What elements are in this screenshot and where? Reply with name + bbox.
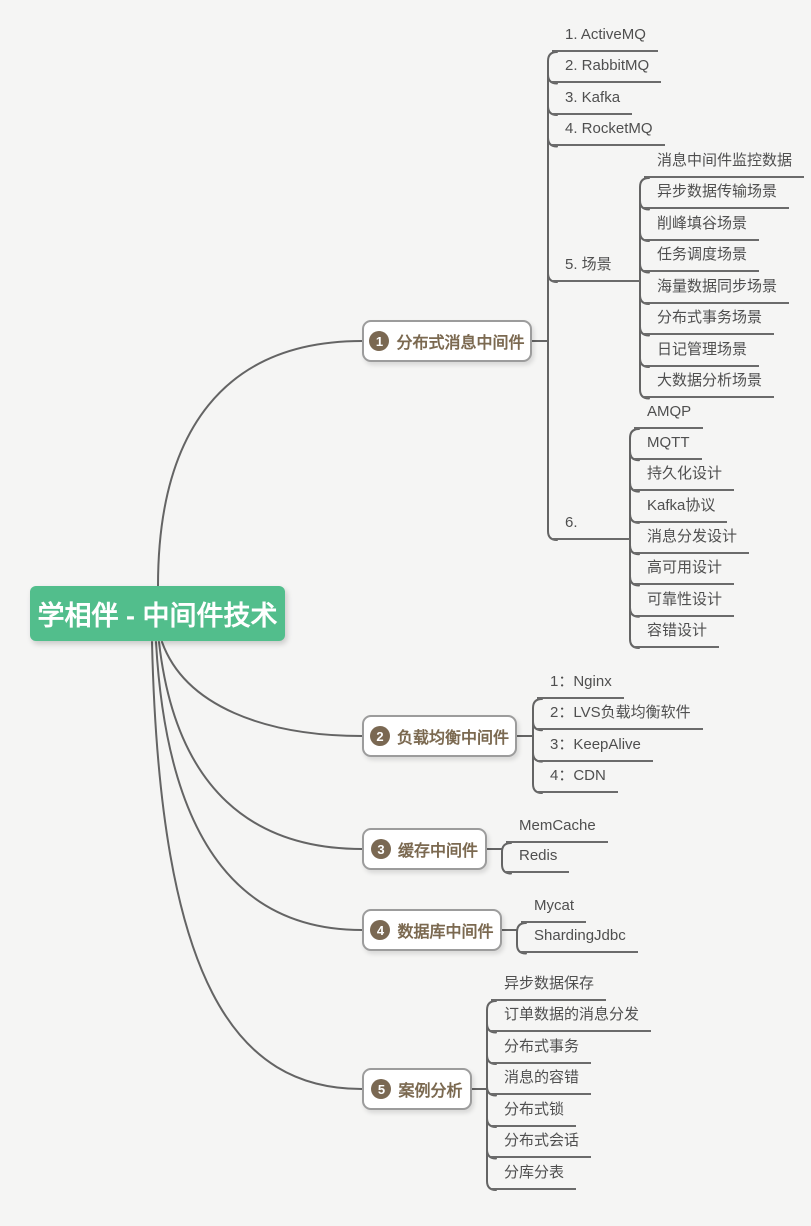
leaf-topic[interactable]: 消息的容错 bbox=[491, 1067, 592, 1095]
topic-protocols[interactable]: 6. bbox=[552, 512, 630, 540]
root-topic[interactable]: 学相伴 - 中间件技术 bbox=[30, 586, 285, 641]
leaf-topic[interactable]: 分库分表 bbox=[491, 1162, 577, 1190]
topic-shardingjdbc[interactable]: ShardingJdbc bbox=[521, 925, 638, 953]
curve-root-branch3 bbox=[158, 641, 363, 850]
leaf-topic[interactable]: 分布式事务 bbox=[491, 1036, 592, 1064]
leaf-topic[interactable]: 订单数据的消息分发 bbox=[491, 1004, 652, 1032]
branch-number-badge: 4 bbox=[370, 920, 391, 940]
branch-database[interactable]: 4 数据库中间件 bbox=[362, 909, 502, 951]
leaf-topic[interactable]: 异步数据传输场景 bbox=[644, 181, 790, 209]
leaf-topic[interactable]: 消息中间件监控数据 bbox=[644, 150, 805, 178]
leaf-topic[interactable]: 日记管理场景 bbox=[644, 339, 760, 367]
topic-rocketmq[interactable]: 4. RocketMQ bbox=[552, 118, 665, 146]
topic-lvs[interactable]: 2：LVS负载均衡软件 bbox=[537, 702, 703, 730]
leaf-topic[interactable]: Kafka协议 bbox=[634, 495, 728, 523]
branch-number-badge: 3 bbox=[370, 839, 391, 859]
topic-rabbitmq[interactable]: 2. RabbitMQ bbox=[552, 55, 662, 83]
branch-label: 缓存中间件 bbox=[397, 843, 478, 860]
topic-activemq[interactable]: 1. ActiveMQ bbox=[552, 24, 658, 52]
topic-mycat[interactable]: Mycat bbox=[521, 895, 587, 923]
topic-redis[interactable]: Redis bbox=[506, 845, 570, 873]
branch-label: 数据库中间件 bbox=[397, 924, 494, 941]
branch-load-balancer[interactable]: 2 负载均衡中间件 bbox=[362, 715, 517, 757]
leaf-topic[interactable]: 分布式会话 bbox=[491, 1130, 592, 1158]
topic-cdn[interactable]: 4：CDN bbox=[537, 765, 618, 793]
leaf-topic[interactable]: 大数据分析场景 bbox=[644, 370, 775, 398]
branch-label: 负载均衡中间件 bbox=[396, 730, 509, 747]
leaf-topic[interactable]: 分布式锁 bbox=[491, 1099, 577, 1127]
curve-root-branch4 bbox=[155, 641, 363, 931]
leaf-topic[interactable]: 海量数据同步场景 bbox=[644, 276, 790, 304]
topic-nginx[interactable]: 1：Nginx bbox=[537, 671, 624, 699]
topic-kafka[interactable]: 3. Kafka bbox=[552, 87, 633, 115]
branch-label: 分布式消息中间件 bbox=[396, 335, 525, 352]
leaf-topic[interactable]: 高可用设计 bbox=[634, 557, 735, 585]
topic-scenarios[interactable]: 5. 场景 bbox=[552, 254, 640, 282]
leaf-topic[interactable]: MQTT bbox=[634, 432, 702, 460]
branch-number-badge: 2 bbox=[369, 726, 390, 746]
leaf-topic[interactable]: 持久化设计 bbox=[634, 463, 735, 491]
curve-root-branch5 bbox=[151, 641, 363, 1090]
leaf-topic[interactable]: 分布式事务场景 bbox=[644, 307, 775, 335]
leaf-topic[interactable]: 任务调度场景 bbox=[644, 244, 760, 272]
branch-label: 案例分析 bbox=[398, 1083, 463, 1100]
leaf-topic[interactable]: 可靠性设计 bbox=[634, 589, 735, 617]
branch-distributed-mq[interactable]: 1 分布式消息中间件 bbox=[362, 320, 532, 362]
branch-number-badge: 1 bbox=[369, 331, 390, 351]
topic-memcache[interactable]: MemCache bbox=[506, 815, 608, 843]
curve-root-branch1 bbox=[157, 340, 363, 587]
leaf-topic[interactable]: 异步数据保存 bbox=[491, 973, 607, 1001]
branch-number-badge: 5 bbox=[371, 1079, 392, 1099]
leaf-topic[interactable]: AMQP bbox=[634, 401, 704, 429]
leaf-topic[interactable]: 削峰填谷场景 bbox=[644, 213, 760, 241]
leaf-topic[interactable]: 容错设计 bbox=[634, 620, 720, 648]
curve-root-branch2 bbox=[161, 641, 363, 737]
topic-keepalive[interactable]: 3：KeepAlive bbox=[537, 734, 653, 762]
branch-cache[interactable]: 3 缓存中间件 bbox=[362, 828, 487, 870]
leaf-topic[interactable]: 消息分发设计 bbox=[634, 526, 750, 554]
branch-case-study[interactable]: 5 案例分析 bbox=[362, 1068, 472, 1110]
